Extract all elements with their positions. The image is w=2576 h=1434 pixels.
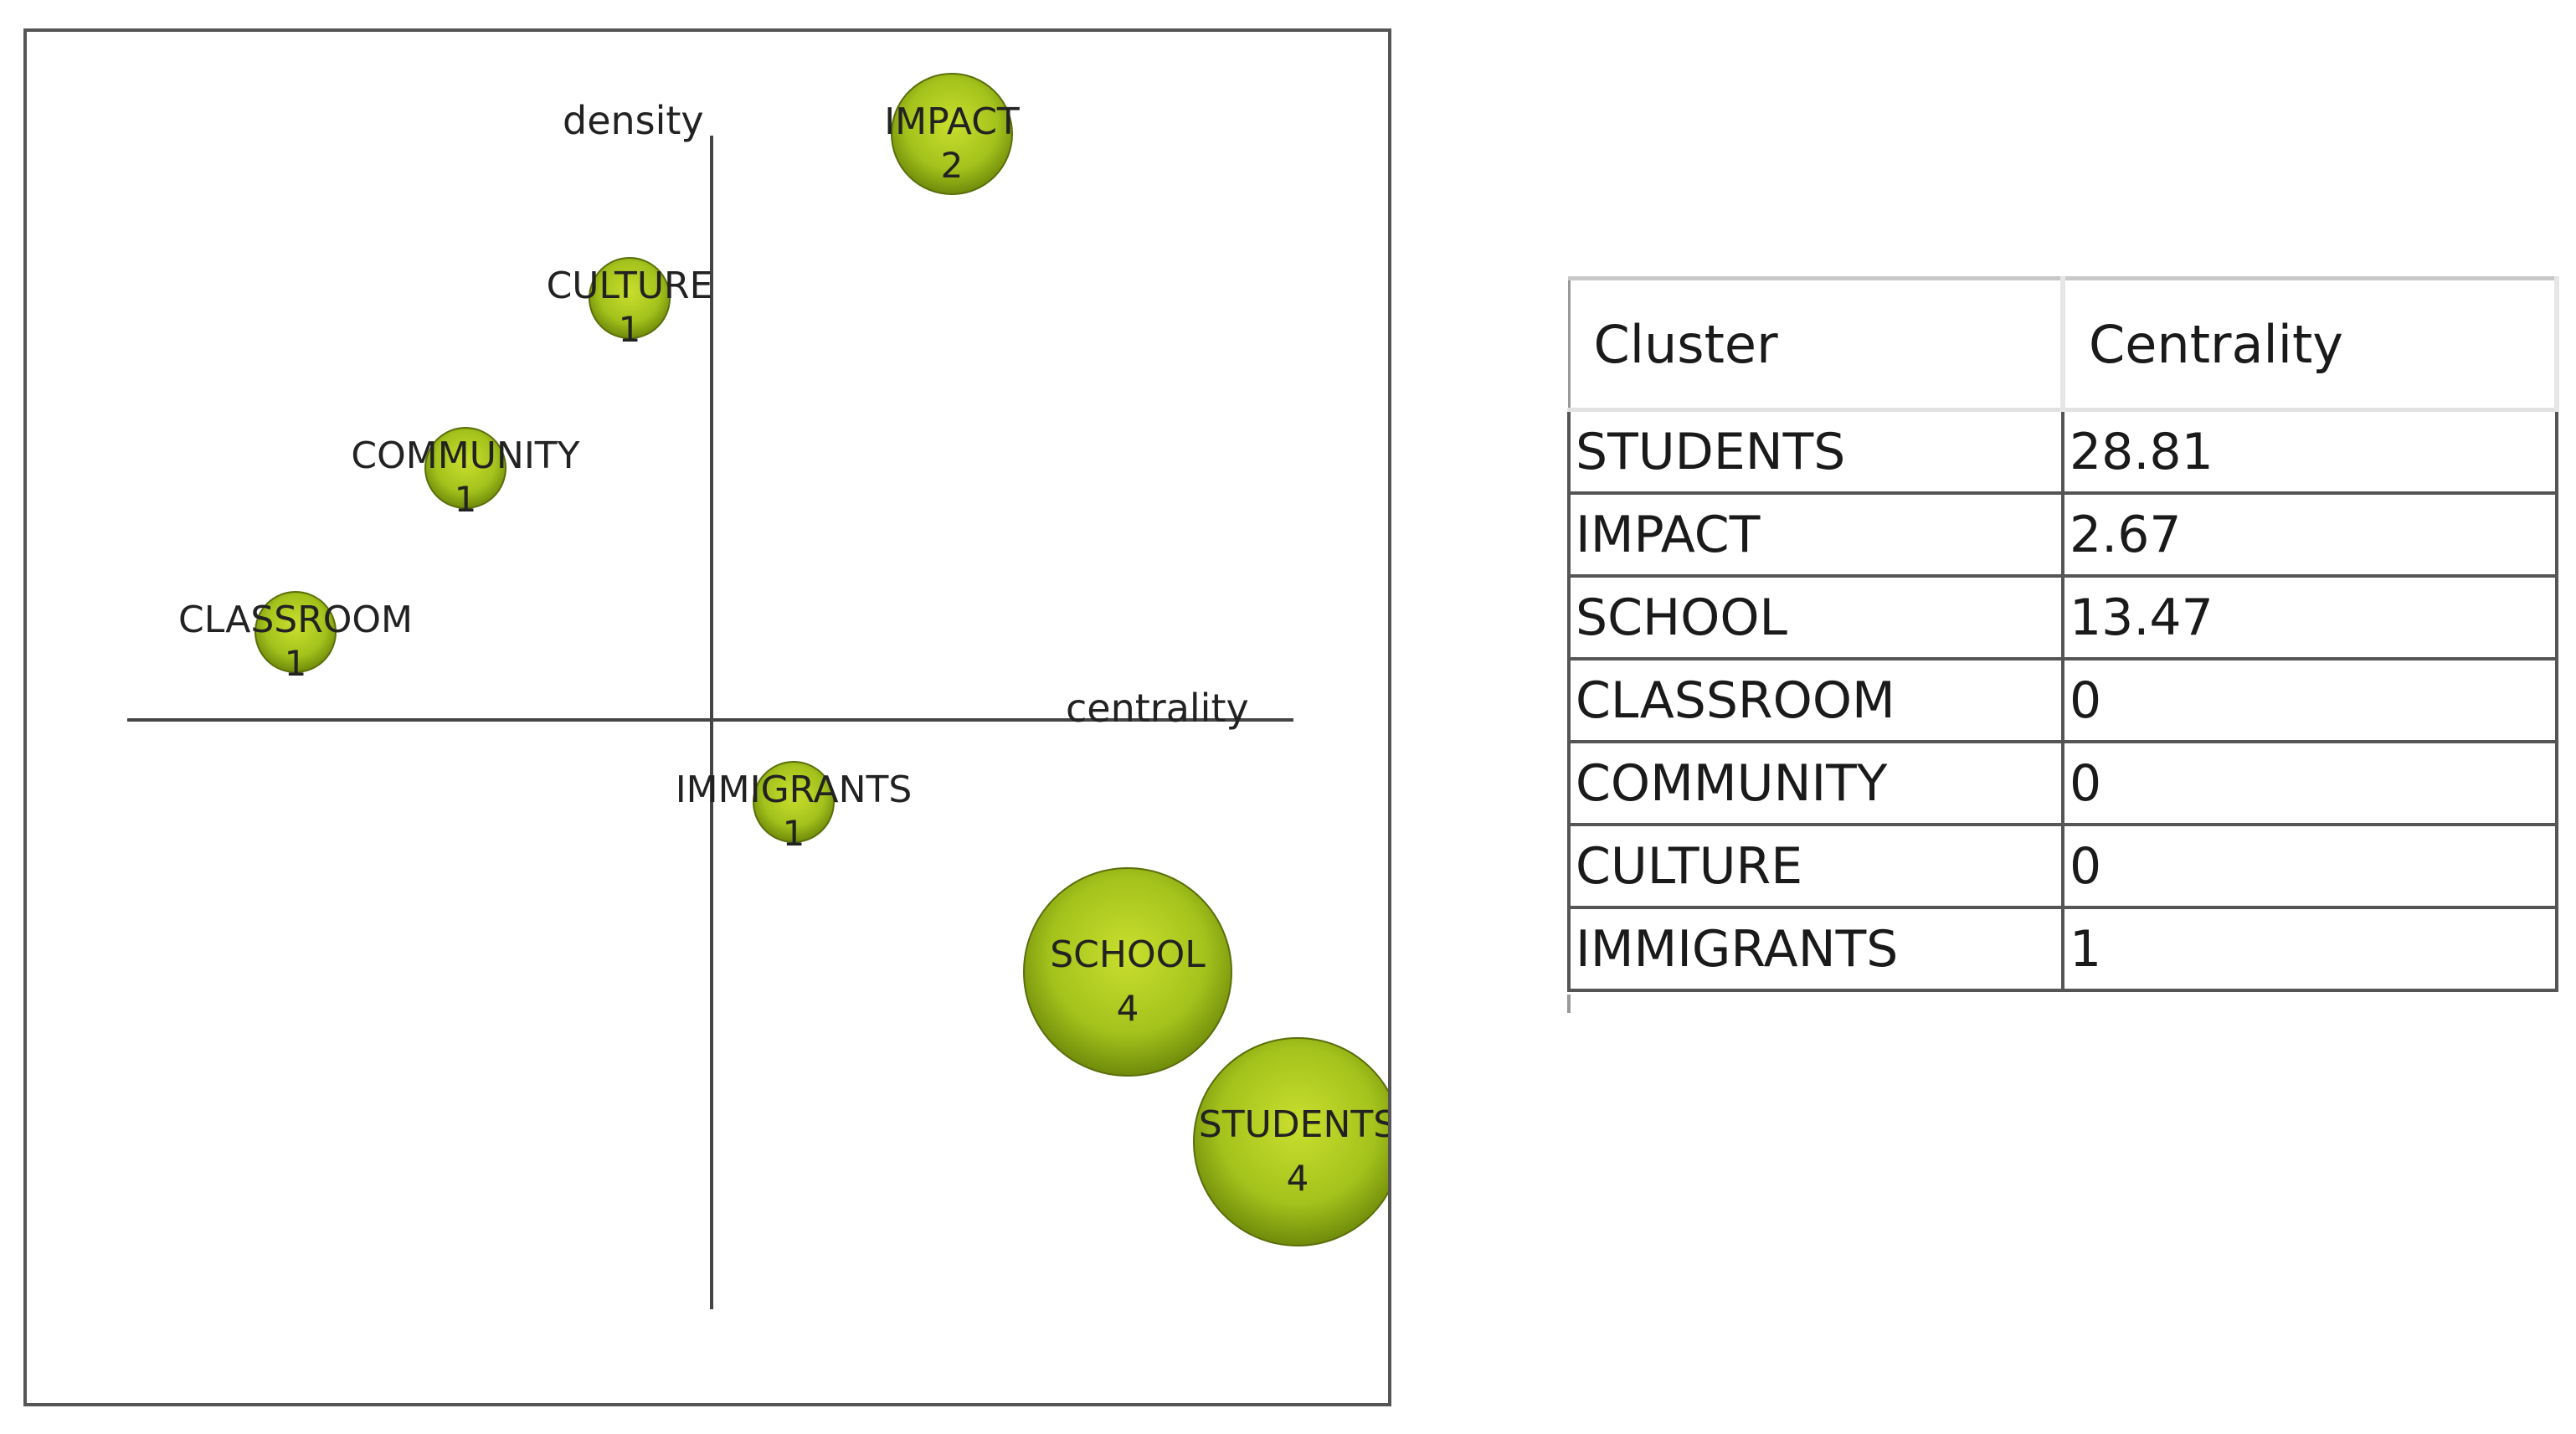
table-row[interactable]: CULTURE 0 <box>1567 823 2558 909</box>
bubble-label: IMMIGRANTS <box>676 768 913 811</box>
bubble-count: 1 <box>455 479 477 520</box>
centrality-cell: 13.47 <box>2061 574 2558 660</box>
table-row[interactable]: CLASSROOM 0 <box>1567 657 2558 743</box>
centrality-cell: 28.81 <box>2061 408 2558 495</box>
bubble-school[interactable]: SCHOOL 4 <box>1023 867 1232 1077</box>
bubble-label: SCHOOL <box>1050 933 1206 976</box>
bubble-count: 2 <box>941 145 964 186</box>
bubble-label: STUDENTS <box>1199 1103 1396 1146</box>
table-row[interactable]: IMMIGRANTS 1 <box>1567 906 2558 992</box>
table-header-row: Cluster Centrality <box>1569 278 2559 412</box>
bubble-count: 1 <box>619 309 641 350</box>
bubble-circle[interactable] <box>891 73 1013 195</box>
centrality-cell: 0 <box>2061 740 2558 826</box>
table-row[interactable]: IMPACT 2.67 <box>1567 491 2558 578</box>
y-axis-label: density <box>563 98 704 143</box>
bubble-circle[interactable] <box>753 761 835 843</box>
strategic-map-frame <box>23 28 1391 1406</box>
cluster-cell: IMMIGRANTS <box>1567 906 2064 992</box>
bubble-label: IMPACT <box>884 100 1020 143</box>
bubble-label: COMMUNITY <box>351 434 579 477</box>
bubble-circle[interactable] <box>255 591 337 673</box>
table-row[interactable]: SCHOOL 13.47 <box>1567 574 2558 660</box>
bubble-circle[interactable] <box>424 427 506 509</box>
column-header-cluster[interactable]: Cluster <box>1569 278 2065 412</box>
centrality-cell: 0 <box>2061 657 2558 743</box>
centrality-cell: 2.67 <box>2061 491 2558 578</box>
cluster-cell: CULTURE <box>1567 823 2064 909</box>
x-axis-label: centrality <box>1066 686 1249 731</box>
table-row[interactable]: COMMUNITY 0 <box>1567 740 2558 826</box>
column-header-centrality[interactable]: Centrality <box>2063 278 2559 412</box>
bubble-label: CLASSROOM <box>178 599 413 641</box>
cluster-centrality-table: Cluster Centrality STUDENTS 28.81 IMPACT… <box>1567 276 2559 992</box>
cluster-cell: STUDENTS <box>1567 408 2064 495</box>
bubble-count: 1 <box>285 643 307 684</box>
bubble-circle[interactable] <box>1023 867 1232 1077</box>
bubble-label: CULTURE <box>547 265 713 307</box>
bubble-circle[interactable] <box>1193 1037 1401 1246</box>
table-row[interactable]: STUDENTS 28.81 <box>1567 408 2558 495</box>
centrality-cell: 0 <box>2061 823 2558 909</box>
bubble-count: 4 <box>1117 988 1139 1029</box>
cluster-cell: COMMUNITY <box>1567 740 2064 826</box>
cluster-cell: CLASSROOM <box>1567 657 2064 743</box>
cluster-cell: SCHOOL <box>1567 574 2064 660</box>
centrality-cell: 1 <box>2061 906 2558 992</box>
bubble-layer: IMPACT2CULTURE1COMMUNITY1CLASSROOM1IMMIG… <box>178 73 1401 1246</box>
table-border-stub <box>1567 995 1571 1013</box>
bubble-students[interactable]: STUDENTS 4 <box>1193 1037 1401 1246</box>
bubble-count: 1 <box>783 813 805 854</box>
bubble-circle[interactable] <box>589 257 671 339</box>
cluster-cell: IMPACT <box>1567 491 2064 578</box>
bubble-count: 4 <box>1287 1158 1309 1199</box>
